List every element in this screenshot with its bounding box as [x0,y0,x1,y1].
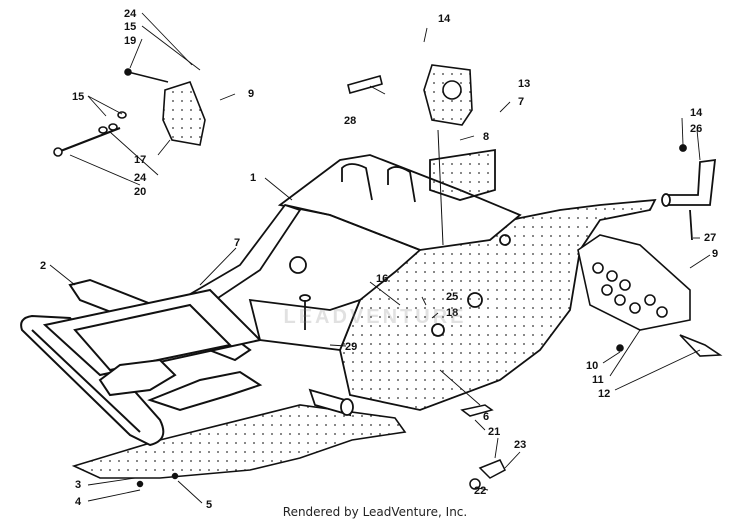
small-hardware [136,404,506,490]
callout-11: 11 [592,374,604,386]
callout-16: 16 [376,273,388,285]
steering-column [661,144,717,241]
callout-2: 2 [40,260,46,272]
callout-14-right: 14 [690,107,703,119]
callout-24-top: 24 [124,8,137,20]
callout-9-top: 9 [248,88,254,100]
callout-9-right: 9 [712,248,718,260]
callout-7-left: 7 [234,237,240,249]
callout-28: 28 [344,115,356,127]
callout-1: 1 [250,172,256,184]
callout-29: 29 [345,341,357,353]
front-bumper-assembly [20,278,263,447]
callout-24-left: 24 [134,172,147,184]
callout-15-top: 15 [124,21,136,33]
callout-7-top: 7 [518,96,524,108]
callout-21: 21 [488,426,500,438]
engine-mount-bracket [53,68,206,157]
callout-14-top: 14 [438,13,451,25]
footrest-plate [577,234,723,357]
callout-20: 20 [134,186,146,198]
callout-12: 12 [598,388,610,400]
chassis-frame [178,148,657,417]
callout-17: 17 [134,154,146,166]
callout-26: 26 [690,123,702,135]
callout-22: 22 [474,485,486,497]
callout-25: 25 [446,291,458,303]
callout-23: 23 [514,439,526,451]
callout-3: 3 [75,479,81,491]
skid-plate [71,404,407,479]
callout-8: 8 [483,131,489,143]
callout-5: 5 [206,499,212,511]
callout-labels: 24 15 19 14 13 7 28 9 15 8 17 24 20 1 14… [40,8,718,511]
callout-10: 10 [586,360,598,372]
callout-18: 18 [446,307,458,319]
callout-13: 13 [518,78,530,90]
footer-credit: Rendered by LeadVenture, Inc. [282,505,468,519]
callout-27: 27 [704,232,716,244]
callout-6: 6 [483,411,489,423]
leader-lines [49,12,711,504]
steering-bracket [347,64,473,246]
callout-4: 4 [75,496,82,508]
callout-19: 19 [124,35,136,47]
callout-15-left: 15 [72,91,84,103]
watermark: LEADVENTURE [283,306,467,328]
